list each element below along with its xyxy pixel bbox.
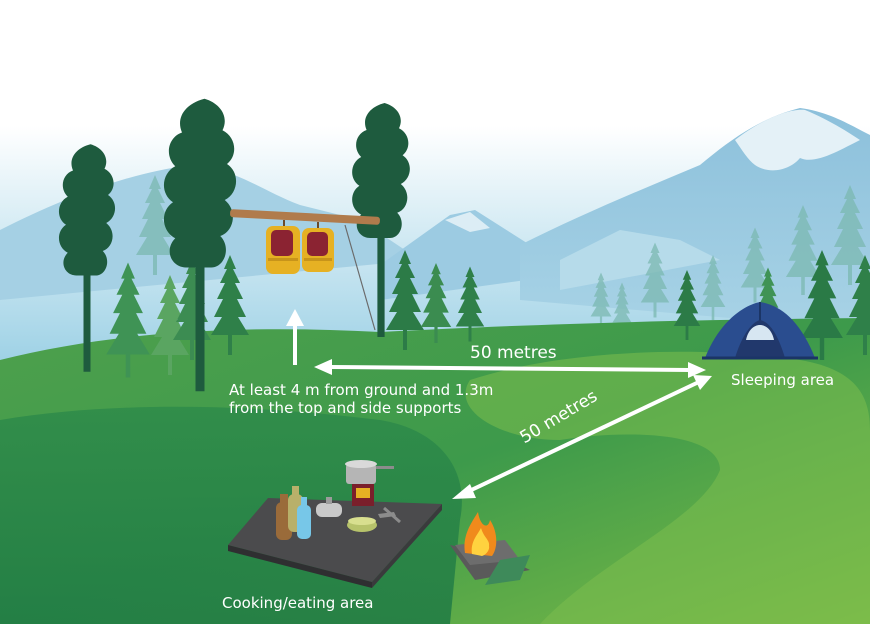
cooking-area-label: Cooking/eating area: [222, 594, 374, 612]
bottle-icon: [297, 497, 311, 539]
distance-to-tent-label: 50 metres: [470, 343, 557, 363]
campfire-icon: [450, 512, 530, 585]
distance-arrows: [286, 309, 712, 499]
height-arrow: [286, 309, 304, 365]
bottles: [276, 486, 311, 540]
sleeping-area-label: Sleeping area: [731, 371, 835, 389]
tent-icon: [702, 302, 818, 360]
food-hang-label: At least 4 m from ground and 1.3m from t…: [229, 381, 493, 417]
food-bag-hang: [230, 209, 380, 331]
meadow-light-patch: [465, 351, 870, 624]
food-hang-label-line2: from the top and side supports: [229, 399, 462, 417]
bowl-and-utensils: [347, 506, 401, 532]
arrow-to-cooking: [452, 375, 712, 499]
food-bag-icon: [302, 228, 334, 272]
camp-stove-icon: [316, 460, 394, 517]
food-hang-label-line1: At least 4 m from ground and 1.3m: [229, 381, 494, 399]
arrow-to-tent: [314, 359, 706, 378]
food-bag-icon: [266, 226, 300, 274]
